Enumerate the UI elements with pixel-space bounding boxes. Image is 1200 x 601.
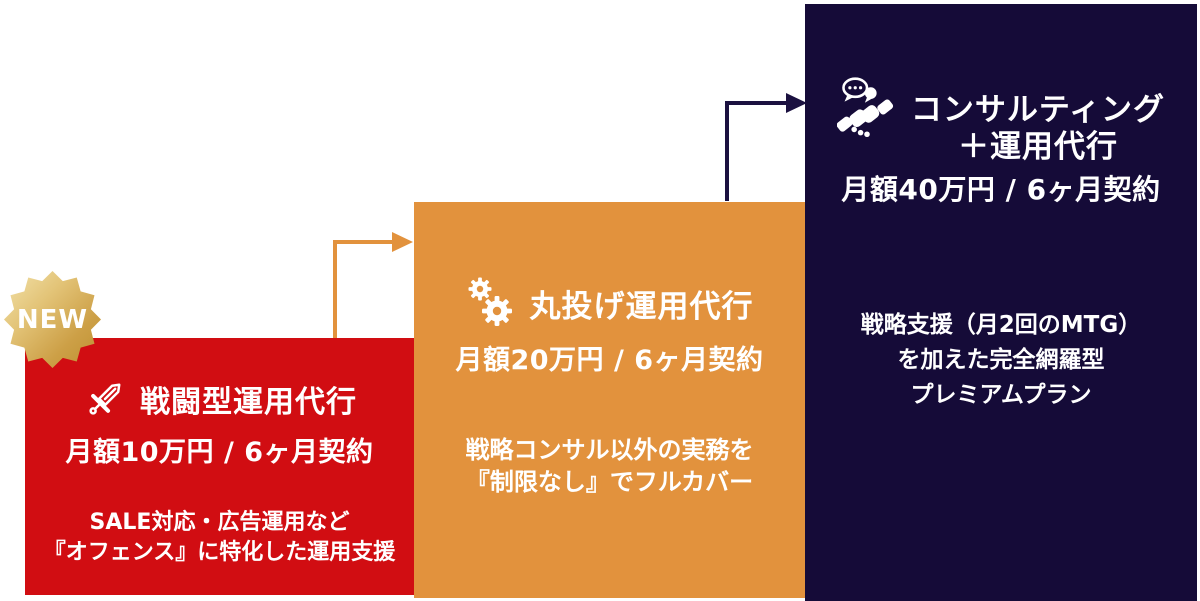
sword-icon bbox=[82, 376, 128, 422]
plan-description-line: SALE対応・広告運用など bbox=[89, 510, 350, 535]
plan-card-full-outsourcing: 丸投げ運用代行 月額20万円 / 6ヶ月契約 戦略コンサル以外の実務を 『制限な… bbox=[414, 202, 805, 598]
plan-description-line: を加えた完全網羅型 bbox=[897, 347, 1105, 373]
plan-price: 月額40万円 / 6ヶ月契約 bbox=[841, 173, 1161, 206]
plan-description-line: プレミアムプラン bbox=[910, 382, 1092, 408]
plan-title: 丸投げ運用代行 bbox=[529, 288, 754, 325]
gears-icon bbox=[466, 277, 518, 329]
plan-description-line: 戦略支援（月2回のMTG） bbox=[860, 312, 1142, 338]
plan-description: 戦略コンサル以外の実務を 『制限なし』でフルカバー bbox=[414, 434, 805, 498]
plan-description-line: 戦略コンサル以外の実務を bbox=[465, 436, 754, 464]
plan-price: 月額10万円 / 6ヶ月契約 bbox=[65, 437, 374, 468]
plan-price: 月額20万円 / 6ヶ月契約 bbox=[455, 345, 764, 376]
plan-description-line: 『オフェンス』に特化した運用支援 bbox=[43, 540, 396, 565]
handshake-icon bbox=[836, 76, 897, 138]
plan-card-combat: 戦闘型運用代行 月額10万円 / 6ヶ月契約 SALE対応・広告運用など 『オフ… bbox=[25, 338, 414, 595]
plan-card-consulting: コンサルティング ＋運用代行 月額40万円 / 6ヶ月契約 戦略支援（月2回のM… bbox=[805, 4, 1197, 601]
plan-title-line: ＋運用代行 bbox=[957, 129, 1118, 165]
plan-description-line: 『制限なし』でフルカバー bbox=[465, 468, 754, 496]
plan-title: 戦闘型運用代行 bbox=[140, 385, 357, 420]
new-badge-label: NEW bbox=[16, 304, 89, 335]
plan-title-line: コンサルティング bbox=[910, 92, 1166, 128]
plan-description: SALE対応・広告運用など 『オフェンス』に特化した運用支援 bbox=[25, 508, 414, 568]
plan-description: 戦略支援（月2回のMTG） を加えた完全網羅型 プレミアムプラン bbox=[805, 308, 1197, 413]
arrow-red-to-orange bbox=[333, 232, 413, 338]
arrow-orange-to-navy bbox=[725, 93, 807, 201]
